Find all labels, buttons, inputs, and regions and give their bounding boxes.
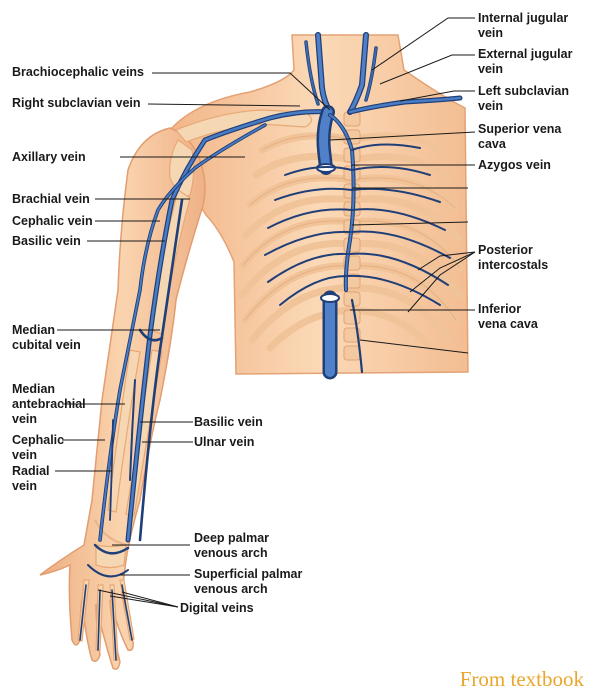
leader-lines xyxy=(55,17,476,608)
label-axillary-vein: Axillary vein xyxy=(12,150,86,164)
label-median-cubital-vein: Median cubital vein xyxy=(12,323,81,352)
label-superficial-palmar-venous-arch: Superficial palmar venous arch xyxy=(194,567,303,596)
label-superior-vena-cava: Superior vena cava xyxy=(478,122,562,151)
label-cephalic-vein-upper: Cephalic vein xyxy=(12,214,93,228)
label-azygos-vein: Azygos vein xyxy=(478,158,551,172)
label-digital-veins: Digital veins xyxy=(180,601,254,615)
label-basilic-vein-upper: Basilic vein xyxy=(12,234,81,248)
label-radial-vein: Radial vein xyxy=(12,464,50,493)
venous-system xyxy=(79,32,463,661)
label-deep-palmar-venous-arch: Deep palmar venous arch xyxy=(194,531,270,560)
label-cephalic-vein-lower: Cephalic vein xyxy=(12,433,65,462)
source-watermark: From textbook xyxy=(459,667,584,691)
label-left-subclavian-vein: Left subclavian vein xyxy=(478,84,569,113)
label-posterior-intercostals: Posterior intercostals xyxy=(478,243,549,272)
label-brachial-vein: Brachial vein xyxy=(12,192,90,206)
label-inferior-vena-cava: Inferior vena cava xyxy=(478,302,538,331)
label-basilic-vein-lower: Basilic vein xyxy=(194,415,263,429)
label-median-antebrachial-vein: Median antebrachial vein xyxy=(12,382,86,426)
label-brachiocephalic-veins: Brachiocephalic veins xyxy=(12,65,145,79)
label-internal-jugular-vein: Internal jugular vein xyxy=(478,11,569,40)
label-right-subclavian-vein: Right subclavian vein xyxy=(12,96,141,110)
label-external-jugular-vein: External jugular vein xyxy=(478,47,573,76)
rib-cage-inner xyxy=(242,135,461,321)
label-ulnar-vein: Ulnar vein xyxy=(194,435,255,449)
